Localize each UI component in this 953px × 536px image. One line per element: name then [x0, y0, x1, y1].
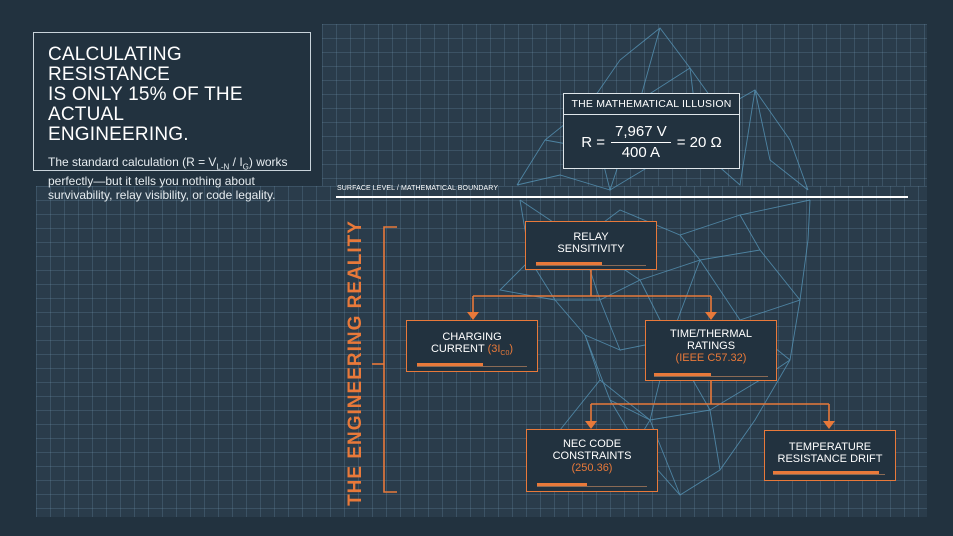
reality-bracket — [383, 226, 397, 493]
node-relay-sensitivity: RELAY SENSITIVITY — [525, 221, 657, 270]
node-relay-line-1: RELAY — [573, 231, 609, 243]
intro-title: CALCULATING RESISTANCE IS ONLY 15% OF TH… — [48, 45, 296, 145]
node-time-thermal-ratings: TIME/THERMAL RATINGS (IEEE C57.32) — [645, 320, 777, 381]
intro-title-line-3: ENGINEERING. — [48, 124, 189, 145]
node-nec-line-3: (250.36) — [571, 462, 613, 474]
arrowhead-nec — [585, 421, 597, 429]
node-nec-line-1: NEC CODE — [562, 438, 622, 450]
intro-body-suffix: ) works perfectly—but it tells you nothi… — [48, 155, 288, 203]
intro-callout: CALCULATING RESISTANCE IS ONLY 15% OF TH… — [33, 32, 311, 202]
node-charging-line-2: CURRENT (3IC0) — [407, 343, 537, 360]
intro-body: The standard calculation (R = VL-N / IG)… — [48, 155, 296, 202]
node-thermal-line-3: (IEEE C57.32) — [675, 352, 747, 364]
node-thermal-line-2: RATINGS — [686, 340, 736, 352]
node-charging-line-2-formula: (3IC0) — [487, 343, 514, 358]
formula-denominator: 400 A — [621, 143, 661, 161]
formula-lhs: R = — [581, 133, 606, 151]
mathematical-illusion-box: THE MATHEMATICAL ILLUSION R = 7,967 V 40… — [563, 93, 740, 169]
node-charging-current: CHARGING CURRENT (3IC0) — [406, 320, 538, 372]
intro-title-line-1: CALCULATING RESISTANCE — [48, 44, 182, 85]
node-thermal-progress-fill — [654, 373, 711, 376]
node-temperature-progress-track — [773, 471, 885, 475]
engineering-reality-title: THE ENGINEERING REALITY — [345, 220, 366, 506]
formula-rhs: = 20 Ω — [676, 133, 722, 151]
boundary-label: SURFACE LEVEL / MATHEMATICAL BOUNDARY — [337, 185, 499, 192]
node-temperature-resistance-drift: TEMPERATURE RESISTANCE DRIFT — [764, 430, 896, 481]
node-relay-line-2: SENSITIVITY — [557, 243, 625, 255]
intro-body-prefix: The standard calculation (R = V — [48, 155, 217, 169]
arrowhead-charging — [467, 312, 479, 320]
intro-body-mid: / I — [229, 155, 243, 169]
node-thermal-progress-track — [654, 373, 768, 377]
arrowhead-temperature — [823, 421, 835, 429]
node-relay-progress-fill — [536, 262, 602, 265]
node-temperature-line-2: RESISTANCE DRIFT — [777, 453, 883, 465]
illusion-header: THE MATHEMATICAL ILLUSION — [564, 94, 739, 115]
arrowhead-thermal — [705, 312, 717, 320]
node-temperature-line-1: TEMPERATURE — [788, 441, 872, 453]
node-charging-formula-close: ) — [509, 343, 514, 355]
node-nec-line-2: CONSTRAINTS — [552, 450, 632, 462]
intro-body-sub-ig: G — [242, 162, 249, 172]
intro-body-sub-vln: L-N — [216, 162, 230, 172]
node-charging-line-1: CHARGING — [442, 331, 502, 343]
node-nec-progress-fill — [537, 483, 587, 486]
node-charging-formula-sub: C0 — [500, 350, 510, 358]
node-charging-line-2-prefix: CURRENT — [430, 343, 488, 355]
node-nec-code-constraints: NEC CODE CONSTRAINTS (250.36) — [526, 429, 658, 492]
node-charging-progress-track — [417, 363, 527, 367]
formula-fraction: 7,967 V 400 A — [611, 123, 671, 162]
node-charging-formula-open: (3I — [487, 343, 501, 355]
node-charging-progress-fill — [417, 363, 483, 366]
node-temperature-progress-fill — [773, 471, 880, 474]
node-nec-progress-track — [537, 483, 647, 487]
surface-boundary-line — [336, 196, 908, 198]
node-relay-progress-track — [536, 262, 646, 266]
resistance-formula: R = 7,967 V 400 A = 20 Ω — [564, 116, 739, 168]
intro-title-line-2: IS ONLY 15% OF THE ACTUAL — [48, 84, 243, 125]
node-thermal-line-1: TIME/THERMAL — [670, 328, 752, 340]
formula-numerator: 7,967 V — [611, 123, 671, 143]
